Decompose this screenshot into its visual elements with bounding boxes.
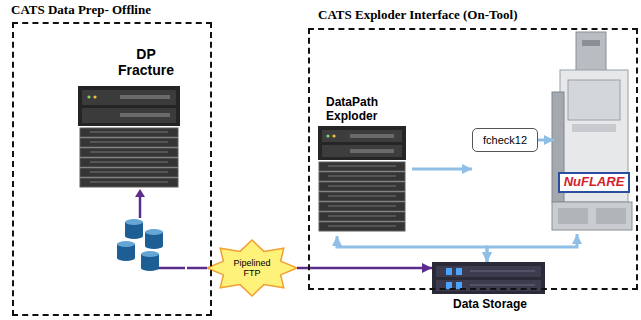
upload-arrow (135, 189, 145, 197)
storage-array (470, 285, 535, 286)
dashed-region: CATS Exploder Interface (On-Tool)DataPat… (308, 28, 638, 290)
server-rack (319, 212, 405, 221)
region-title: CATS Data Prep- Offline (11, 3, 151, 18)
ebeam-machine (552, 202, 632, 230)
upload-arrow (139, 196, 142, 218)
starburst-node: Pipelined FTP (207, 240, 297, 296)
connector (297, 267, 432, 270)
server-rack (319, 162, 405, 171)
node-label: DP Fracture (110, 46, 182, 78)
server-rack (80, 168, 178, 177)
brand-logo: NuFLARE (558, 172, 631, 193)
server-rack (120, 95, 170, 99)
storage-array (470, 271, 535, 272)
server-rack (350, 134, 394, 138)
server-rack (319, 182, 405, 191)
connector (412, 168, 472, 171)
server-rack (322, 130, 402, 142)
server-rack (328, 226, 396, 227)
server-rack (318, 126, 406, 160)
connector (187, 267, 207, 270)
storage-array (456, 282, 462, 289)
server-rack (328, 216, 396, 217)
ebeam-machine (582, 40, 600, 46)
disk-stack (145, 243, 163, 249)
connector (487, 234, 577, 262)
disk-stack (141, 251, 159, 257)
ebeam-machine (568, 80, 620, 120)
server-rack (322, 145, 402, 157)
server-rack (78, 86, 180, 126)
ebeam-machine (596, 208, 626, 224)
server-rack (328, 196, 396, 197)
disk-stack (117, 219, 163, 271)
starburst-shape (207, 240, 297, 296)
node-label: Data Storage (453, 298, 527, 312)
server-rack (326, 134, 329, 137)
server-rack (319, 172, 405, 181)
burst-label: Pipelined FTP (229, 258, 275, 279)
connector (538, 139, 554, 142)
server-rack (90, 172, 168, 173)
disk-stack (125, 219, 143, 225)
server-node: DP Fracture (77, 42, 187, 282)
node-label: fcheck12 (483, 134, 527, 147)
ebeam-machine (572, 124, 616, 132)
script-box: fcheck12 (472, 128, 538, 152)
server-rack (80, 148, 178, 157)
disk-stack (141, 265, 159, 271)
server-rack (328, 206, 396, 207)
server-rack (90, 152, 168, 153)
server-rack (90, 132, 168, 133)
disk-stack (117, 241, 135, 247)
server-rack (82, 108, 176, 123)
server-rack (350, 149, 394, 153)
dashed-region: CATS Data Prep- OfflineDP Fracture (12, 22, 212, 316)
storage-node: Data Storage (432, 262, 548, 314)
starburst-shape (207, 240, 297, 296)
server-rack (328, 186, 396, 187)
server-rack (319, 192, 405, 201)
storage-array (446, 282, 452, 289)
server-rack (78, 86, 180, 187)
server-rack (90, 142, 168, 143)
upload-arrow (135, 189, 145, 218)
server-rack (90, 182, 168, 183)
server-rack (90, 162, 168, 163)
server-rack (80, 128, 178, 137)
ebeam-machine (576, 32, 606, 72)
node-label: DataPath Exploder (326, 96, 410, 124)
storage-array (436, 266, 541, 277)
server-rack (319, 222, 405, 231)
server-rack (319, 202, 405, 211)
server-rack (82, 90, 176, 105)
ebeam-machine (552, 32, 632, 230)
server-rack (80, 138, 178, 147)
server-rack (93, 95, 96, 98)
server-rack (87, 95, 90, 98)
disk-stack (117, 255, 135, 261)
connector (337, 236, 487, 262)
server-rack (328, 176, 396, 177)
server-rack (80, 158, 178, 167)
server-rack (328, 166, 396, 167)
server-rack (80, 178, 178, 187)
storage-array (456, 268, 462, 275)
ebeam-tool: NuFLARE (554, 34, 634, 234)
disk-stack (125, 233, 143, 239)
server-rack (120, 113, 170, 117)
disk-stack (145, 229, 163, 235)
server-rack (332, 134, 335, 137)
region-title: CATS Exploder Interface (On-Tool) (318, 8, 517, 23)
storage-array (446, 268, 452, 275)
ebeam-machine (558, 208, 588, 224)
server-rack (318, 126, 406, 231)
server-node: DataPath Exploder (320, 94, 412, 236)
